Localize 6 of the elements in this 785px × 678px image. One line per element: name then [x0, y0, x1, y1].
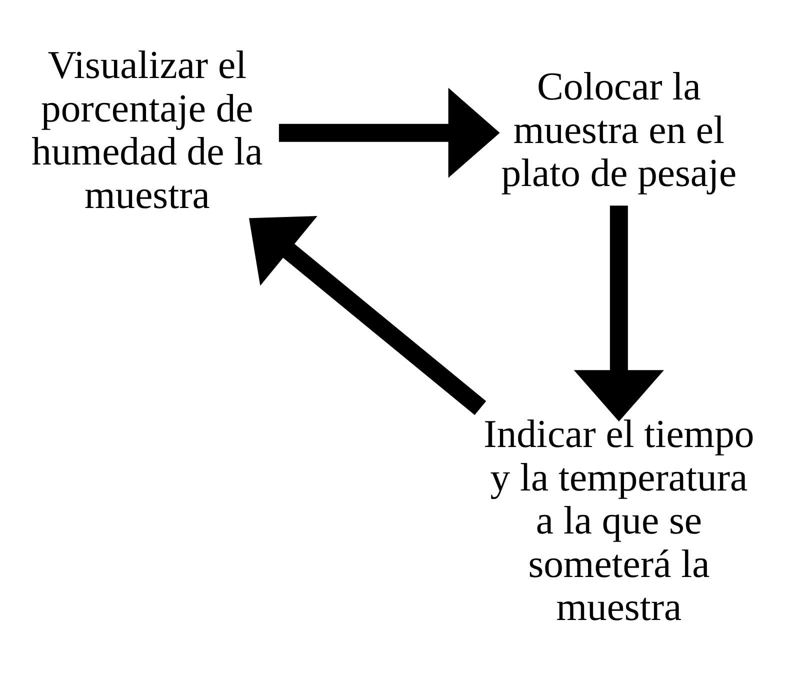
node-text: Colocar la muestra en el plato de pesaje	[501, 64, 737, 196]
node-text: Indicar el tiempo y la temperatura a la que se someterá la muestra	[484, 412, 754, 630]
arrow	[249, 216, 486, 416]
node-text: Visualizar el porcentaje de humedad de la muestra	[32, 43, 263, 217]
arrow	[278, 88, 500, 178]
arrow	[574, 206, 664, 422]
